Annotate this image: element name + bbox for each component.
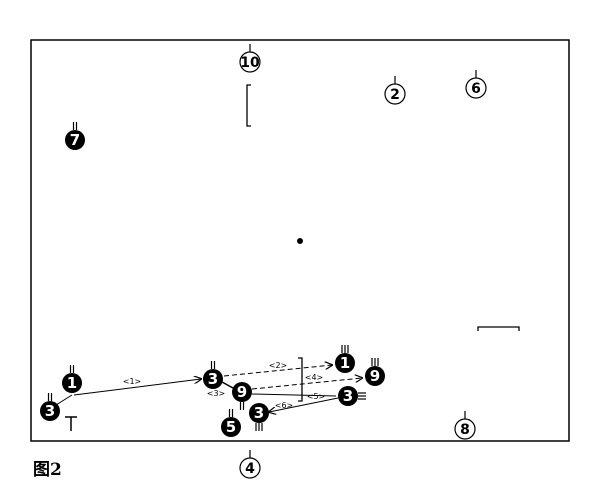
- dashed-run-2: [223, 365, 332, 377]
- marker-ring: [384, 83, 406, 105]
- pass-line-1: [73, 379, 201, 396]
- position-marker-2: 2: [384, 76, 406, 105]
- marker-number: 7: [70, 131, 80, 149]
- position-marker-8: 8: [454, 411, 476, 440]
- marker-number: 3: [45, 402, 55, 420]
- move-label: <2>: [269, 361, 288, 370]
- player-marker-3: 3: [203, 361, 223, 389]
- player-marker-7: 7: [65, 122, 85, 150]
- zone-bracket: [298, 357, 303, 402]
- marker-disc: [335, 353, 355, 373]
- right-bracket-mark: [477, 326, 520, 331]
- marker-number: 1: [67, 374, 77, 392]
- marker-disc: [221, 417, 241, 437]
- marker-disc: [203, 369, 223, 389]
- marker-disc: [249, 403, 269, 423]
- movement-lines: [55, 365, 362, 412]
- marker-number: 4: [245, 461, 255, 477]
- marker-number: 9: [237, 383, 247, 401]
- move-label: <4>: [305, 373, 324, 382]
- run-line-3: [221, 381, 234, 389]
- marker-disc: [40, 401, 60, 421]
- move-label: <5>: [307, 392, 326, 401]
- marker-number: 3: [208, 370, 218, 388]
- open-markers: 10 2 6 8 4: [239, 44, 487, 479]
- pass-line-5: [251, 393, 337, 397]
- marker-disc: [62, 373, 82, 393]
- marker-number: 3: [254, 404, 264, 422]
- top-bracket-mark: [246, 84, 251, 127]
- move-labels: <1> <2> <3> <4> <5> <6>: [123, 361, 326, 410]
- marker-disc: [65, 130, 85, 150]
- player-marker-5: 5: [221, 409, 241, 437]
- marker-number: 9: [370, 367, 380, 385]
- marker-number: 10: [240, 55, 260, 71]
- marker-disc: [338, 386, 358, 406]
- player-marker-3: 3: [249, 403, 269, 431]
- marker-number: 1: [340, 354, 350, 372]
- pitch-boundary: [30, 39, 570, 442]
- player-marker-3: 3: [338, 386, 366, 406]
- t-mark: [65, 416, 77, 431]
- marker-number: 5: [226, 418, 236, 436]
- marker-number: 3: [343, 387, 353, 405]
- figure-caption: 图2: [33, 460, 62, 480]
- move-label: <1>: [123, 377, 142, 386]
- move-label: <3>: [207, 389, 226, 398]
- player-marker-9: 9: [365, 358, 385, 386]
- position-marker-6: 6: [465, 70, 487, 99]
- player-marker-1: 1: [62, 365, 82, 393]
- marker-number: 8: [460, 422, 470, 438]
- pass-line-6: [269, 397, 339, 412]
- position-marker-4: 4: [239, 450, 261, 479]
- move-label: <6>: [275, 401, 294, 410]
- marker-disc: [232, 382, 252, 402]
- marker-disc: [365, 366, 385, 386]
- link-line-1: [55, 394, 73, 406]
- player-marker-9: 9: [232, 382, 252, 410]
- player-marker-3: 3: [40, 393, 60, 421]
- player-marker-1: 1: [335, 345, 355, 373]
- dashed-run-4: [251, 378, 362, 390]
- marker-ring: [454, 418, 476, 440]
- marker-number: 2: [390, 87, 400, 103]
- marker-ring: [465, 77, 487, 99]
- marker-number: 6: [471, 81, 481, 97]
- position-marker-10: 10: [239, 44, 261, 73]
- marker-ring: [239, 51, 261, 73]
- marker-ring: [239, 457, 261, 479]
- center-spot: [297, 238, 303, 244]
